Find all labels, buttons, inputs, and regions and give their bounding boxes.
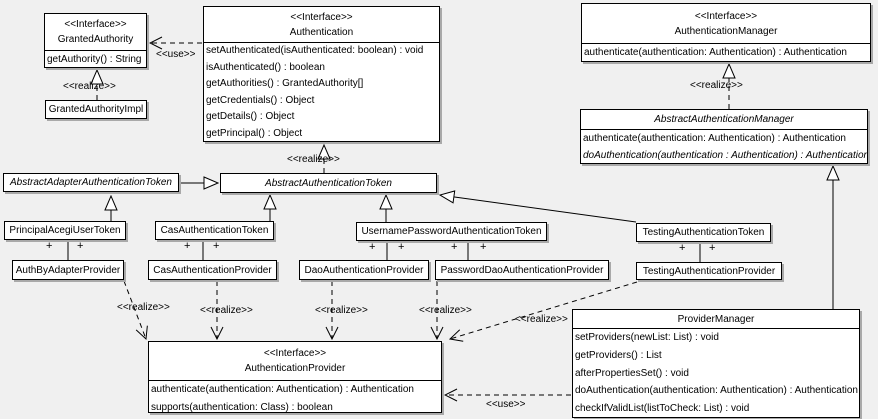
class-name: AbstractAuthenticationToken [265,177,392,189]
edge-label-realize: <<realize>> [287,154,340,165]
class-auth-by-adapter-provider[interactable]: AuthByAdapterProvider [12,260,124,280]
class-authentication-manager[interactable]: <<Interface>> AuthenticationManager auth… [581,3,871,62]
association-plus: + [451,241,458,253]
class-name: PrincipalAcegiUserToken [9,225,121,236]
class-username-password-authentication-token[interactable]: UsernamePasswordAuthenticationToken [356,222,547,241]
association-plus: + [46,240,53,252]
methods-compartment: authenticate(authentication: Authenticat… [582,43,870,62]
association-plus: + [679,242,686,254]
class-name: DaoAuthenticationProvider [304,264,424,276]
class-name: CasAuthenticationProvider [153,264,272,276]
method: getDetails() : Object [206,111,295,123]
class-title: <<Interface>> Authentication [204,7,439,42]
method: authenticate(authentication: Authenticat… [584,47,847,58]
class-authentication-provider[interactable]: <<Interface>> AuthenticationProvider aut… [148,341,442,413]
class-name: AuthenticationProvider [244,363,346,374]
class-name: AbstractAdapterAuthenticationToken [10,177,172,188]
class-title: <<Interface>> AuthenticationProvider [149,342,441,380]
class-name: UsernamePasswordAuthenticationToken [361,226,542,237]
edge-label-use: <<use>> [156,49,196,60]
class-name: GrantedAuthorityImpl [48,104,144,115]
method: getProviders() : List [575,349,662,361]
edge-label-realize: <<realize>> [419,305,472,316]
class-dao-authentication-provider[interactable]: DaoAuthenticationProvider [299,260,429,280]
association-plus: + [480,241,487,253]
class-name: TestingAuthenticationProvider [642,265,776,277]
method: supports(authentication: Class) : boolea… [151,401,333,413]
methods-compartment: authenticate(authentication: Authenticat… [149,380,441,416]
edge-label-realize: <<realize>> [117,302,170,313]
class-name: Authentication [289,26,354,38]
edge-label-realize: <<realize>> [63,81,116,92]
method: getAuthorities() : GrantedAuthority[] [206,78,364,90]
stereotype-label: <<Interface>> [290,11,353,23]
association-plus: + [213,240,220,252]
association-plus: + [709,242,716,254]
class-testing-authentication-provider[interactable]: TestingAuthenticationProvider [636,262,782,280]
class-name: ProviderManager [677,313,755,325]
class-granted-authority[interactable]: <<Interface>> GrantedAuthority getAuthor… [44,13,147,68]
method: setProviders(newList: List) : void [575,332,719,343]
method: afterPropertiesSet() : void [575,367,689,379]
class-authentication[interactable]: <<Interface>> Authentication setAuthenti… [203,6,440,142]
method: getPrincipal() : Object [206,127,303,139]
method: getAuthority() : String [47,54,142,65]
method: doAuthentication(authentication: Authent… [575,385,858,397]
class-password-dao-authentication-provider[interactable]: PasswordDaoAuthenticationProvider [435,260,609,280]
methods-compartment: setProviders(newList: List) : void getPr… [573,328,859,418]
method: isAuthenticated() : boolean [206,61,325,73]
class-provider-manager[interactable]: ProviderManager setProviders(newList: Li… [572,309,860,418]
association-plus: + [369,241,376,253]
method: checkIfValidList(listToCheck: List) : vo… [575,403,750,415]
methods-compartment: getAuthority() : String [45,50,146,68]
association-plus: + [398,241,405,253]
class-title: <<Interface>> AuthenticationManager [582,4,870,43]
class-principal-acegi-user-token[interactable]: PrincipalAcegiUserToken [4,221,126,240]
stereotype-label: <<Interface>> [694,10,758,22]
method: setAuthenticated(isAuthenticated: boolea… [206,45,424,56]
class-name: AuthenticationManager [674,25,778,37]
stereotype-label: <<Interface>> [64,19,127,30]
class-abstract-authentication-token[interactable]: AbstractAuthenticationToken [220,173,437,193]
edge-label-realize: <<realize>> [200,305,253,316]
edge-label-use: <<use>> [486,399,526,410]
method: authenticate(authentication: Authenticat… [583,133,846,144]
class-name: CasAuthenticationToken [160,225,269,236]
edge-label-realize: <<realize>> [690,80,743,91]
class-abstract-adapter-authentication-token[interactable]: AbstractAdapterAuthenticationToken [3,173,179,192]
class-name: AuthByAdapterProvider [15,264,121,276]
method: getCredentials() : Object [206,94,315,106]
class-name: TestingAuthenticationToken [642,227,765,238]
method: doAuthentication(authentication : Authen… [583,150,867,162]
association-plus: + [77,240,84,252]
stereotype-label: <<Interface>> [263,348,327,359]
class-granted-authority-impl[interactable]: GrantedAuthorityImpl [45,100,147,119]
methods-compartment: authenticate(authentication: Authenticat… [581,129,867,165]
edge-label-realize: <<realize>> [315,305,368,316]
methods-compartment: setAuthenticated(isAuthenticated: boolea… [204,42,439,143]
class-title: <<Interface>> GrantedAuthority [45,14,146,50]
class-name: PasswordDaoAuthenticationProvider [440,264,604,276]
class-abstract-authentication-manager[interactable]: AbstractAuthenticationManager authentica… [580,109,868,164]
class-cas-authentication-token[interactable]: CasAuthenticationToken [155,221,274,240]
class-title: AbstractAuthenticationManager [581,110,867,129]
class-cas-authentication-provider[interactable]: CasAuthenticationProvider [148,260,277,280]
class-name: AbstractAuthenticationManager [654,114,794,125]
class-testing-authentication-token[interactable]: TestingAuthenticationToken [636,223,771,242]
class-title: ProviderManager [573,310,859,328]
method: authenticate(authentication: Authenticat… [151,384,414,395]
class-name: GrantedAuthority [57,34,134,45]
edge-gen-testing-authentication-token [440,195,637,223]
edge-label-realize: <<realize>> [515,314,568,325]
association-plus: + [184,240,191,252]
